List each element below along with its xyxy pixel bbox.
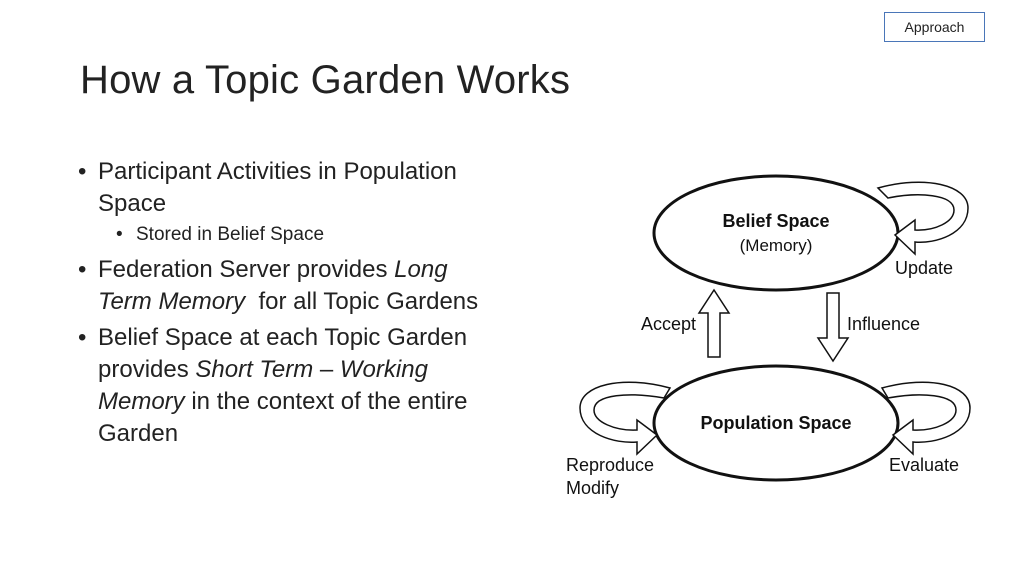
bullet-federation-server: Federation Server provides Long Term Mem… [76,254,506,318]
population-space-label: Population Space [700,413,851,433]
reproduce-label: Reproduce [566,455,654,475]
influence-label: Influence [847,314,920,334]
bullet-text: Federation Server provides [98,256,395,283]
bullet-participant-activities: Participant Activities in Population Spa… [76,156,506,248]
population-space-ellipse [652,364,900,482]
accept-label: Accept [641,314,696,334]
sub-bullet-stored: Stored in Belief Space [98,222,506,248]
emphasis-short-term: Short Term [195,356,314,383]
bullet-belief-space: Belief Space at each Topic Garden provid… [76,322,506,450]
bullet-list: Participant Activities in Population Spa… [76,156,506,454]
belief-space-ellipse [652,174,900,292]
belief-space-label: Belief Space [722,211,829,231]
bullet-text: in the context of the entire Garden [98,388,468,447]
emphasis-working-memory: Working Memory [98,356,428,415]
slide-title: How a Topic Garden Works [80,58,571,102]
sub-bullet-list: Stored in Belief Space [98,222,506,248]
update-loop-arrow [876,181,969,256]
evaluate-label: Evaluate [889,455,959,475]
reproduce-loop-arrow [579,381,672,456]
influence-arrow [816,292,850,363]
approach-tag: Approach [884,12,985,42]
accept-arrow [697,288,731,358]
bullet-text: Belief Space at each Topic Garden provid… [98,324,468,383]
belief-space-sublabel: (Memory) [740,236,813,255]
evaluate-loop-arrow [880,381,971,456]
bullet-text: for all Topic Gardens [245,288,479,315]
modify-label: Modify [566,478,619,498]
update-label: Update [895,258,953,278]
dash: – [313,356,340,383]
emphasis-long-term-memory: Long Term Memory [98,256,448,315]
bullet-text: Participant Activities in Population Spa… [98,158,457,217]
